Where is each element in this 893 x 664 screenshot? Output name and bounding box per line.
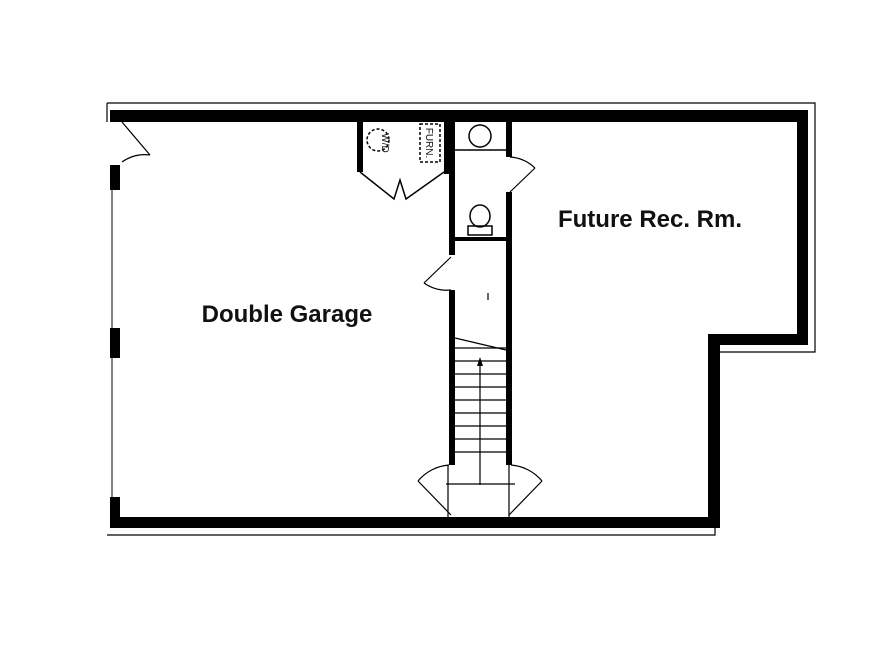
garage-label: Double Garage	[202, 301, 373, 328]
laundry-label: W/D	[379, 133, 390, 152]
bathroom	[449, 122, 536, 241]
side-door	[121, 121, 151, 163]
stair-doors	[417, 464, 543, 516]
exterior-walls	[110, 110, 808, 528]
furnace-label: FURN.	[423, 128, 434, 159]
stair-up-arrow-icon	[477, 357, 483, 366]
stair-hall	[417, 240, 543, 517]
bath-door	[509, 156, 536, 193]
water-heater-icon	[468, 124, 492, 148]
toilet-icon	[467, 204, 493, 236]
rec-room-label: Future Rec. Rm.	[558, 206, 742, 233]
outer-outline	[107, 102, 816, 536]
laundry-closet: W/D FURN.	[357, 122, 455, 201]
